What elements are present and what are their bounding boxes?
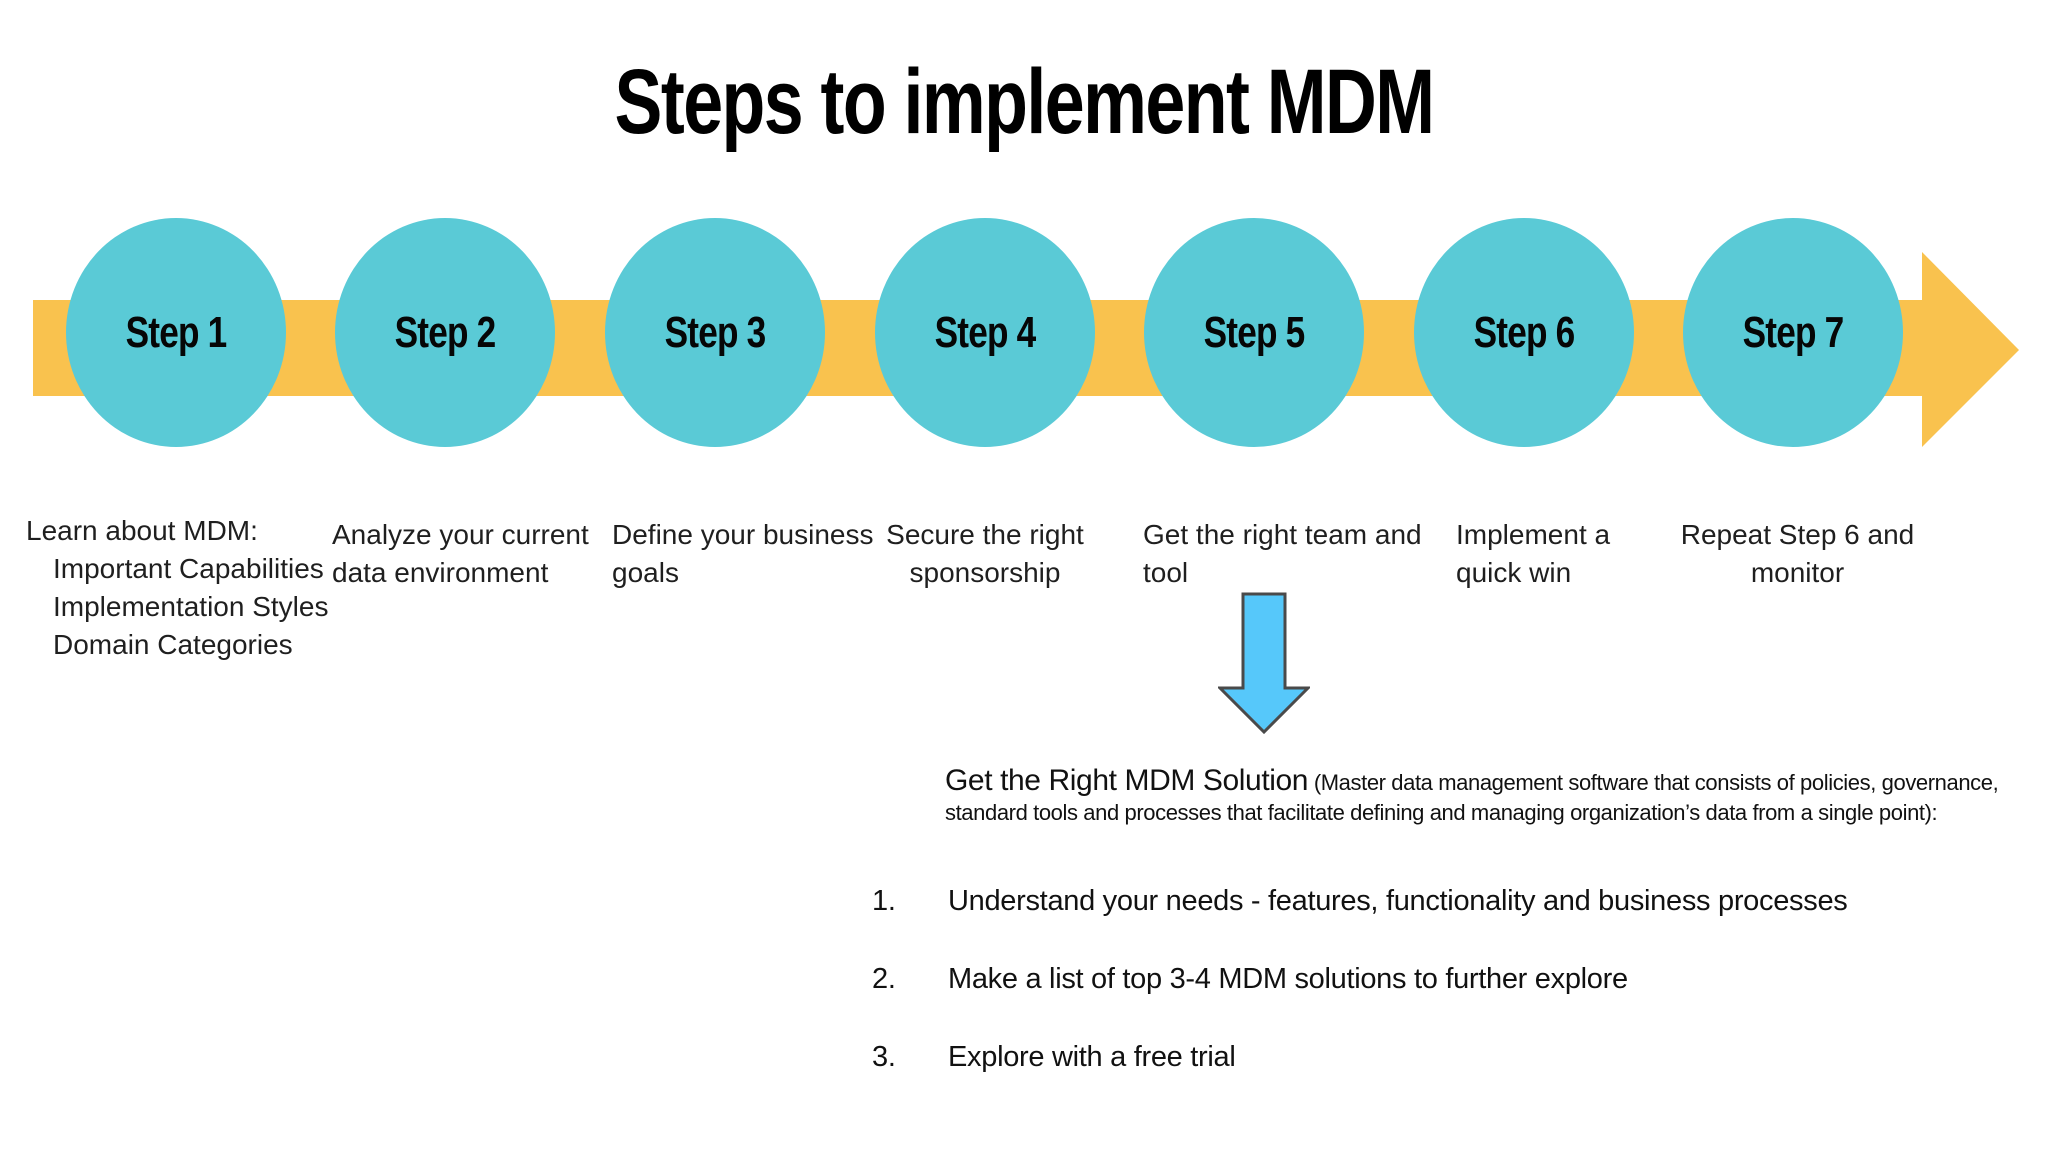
- step-6-description: Implement a quick win: [1456, 519, 1611, 588]
- step-1-description-heading: Learn about MDM:: [26, 515, 258, 546]
- callout-heading-note: (Master data management software that co…: [945, 770, 1999, 825]
- step-6-label: Step 6: [1473, 307, 1576, 357]
- step-circle-2: Step 2: [335, 218, 555, 447]
- callout-list-item: 2. Make a list of top 3-4 MDM solutions …: [872, 960, 2032, 998]
- step-3-label: Step 3: [664, 307, 767, 357]
- callout-list-item: 1. Understand your needs - features, fun…: [872, 882, 2032, 920]
- callout-section: Get the Right MDM Solution (Master data …: [872, 766, 2030, 1074]
- step-2-label: Step 2: [394, 307, 497, 357]
- step-1-sub-item: Domain Categories: [53, 629, 293, 660]
- step-1-sub-item: Implementation Styles: [53, 591, 329, 622]
- step-7-label: Step 7: [1742, 307, 1845, 357]
- step-7-description: Repeat Step 6 and monitor: [1680, 519, 1915, 588]
- step-4-label: Step 4: [934, 307, 1037, 357]
- list-item-number: 1.: [872, 885, 896, 917]
- callout-list: 1. Understand your needs - features, fun…: [872, 882, 2032, 1116]
- list-item-text: Understand your needs - features, functi…: [948, 885, 1848, 917]
- step-1-description: Learn about MDM: Important Capabilities …: [26, 512, 336, 664]
- step-circle-5: Step 5: [1144, 218, 1364, 447]
- page-title: Steps to implement MDM: [614, 51, 1435, 153]
- step-2-description: Analyze your current data environment: [332, 519, 589, 588]
- step-5-description: Get the right team and tool: [1143, 519, 1422, 588]
- step-circle-3: Step 3: [605, 218, 825, 447]
- step-circle-6: Step 6: [1414, 218, 1634, 447]
- list-item-number: 2.: [872, 963, 896, 995]
- step-circle-4: Step 4: [875, 218, 1095, 447]
- list-item-text: Make a list of top 3-4 MDM solutions to …: [948, 963, 1628, 995]
- timeline-arrowhead-icon: [1922, 252, 2019, 447]
- list-item-text: Explore with a free trial: [948, 1041, 1236, 1073]
- step-5-label: Step 5: [1203, 307, 1306, 357]
- step-1-sub-item: Important Capabilities: [53, 553, 324, 584]
- step-1-label: Step 1: [125, 307, 228, 357]
- step-4-description: Secure the right sponsorship: [886, 519, 1084, 588]
- callout-heading: Get the Right MDM Solution (Master data …: [945, 766, 2030, 828]
- callout-list-item: 3. Explore with a free trial: [872, 1038, 2032, 1076]
- list-item-number: 3.: [872, 1041, 896, 1073]
- step-3-description: Define your business goals: [612, 519, 874, 588]
- step-circle-7: Step 7: [1683, 218, 1903, 447]
- callout-heading-main: Get the Right MDM Solution: [945, 764, 1309, 797]
- step-circle-1: Step 1: [66, 218, 286, 447]
- down-arrow-icon: [1218, 592, 1310, 734]
